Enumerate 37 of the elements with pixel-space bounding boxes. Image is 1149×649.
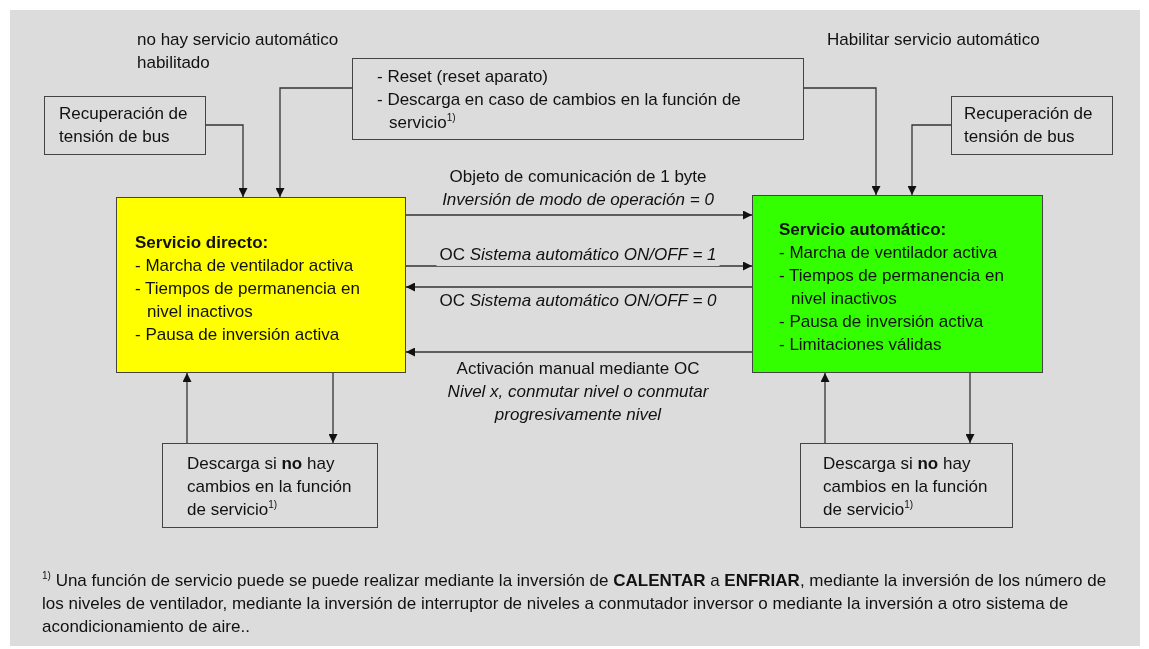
- annotation-text: Habilitar servicio automático: [827, 29, 1041, 51]
- arrow: [182, 372, 192, 444]
- process-box: [951, 96, 1113, 155]
- box-text: Descarga si no hay cambios en la función de servicio$^{1)}$: [187, 453, 353, 521]
- state-box: [116, 197, 406, 373]
- arrow: [405, 210, 753, 220]
- box-text: - Limitaciones válidas: [779, 334, 943, 356]
- arrow: [275, 87, 353, 198]
- box-text: Descarga si no hay cambios en la función de servicio$^{1)}$: [823, 453, 989, 521]
- box-text: - Tiempos de permanencia en nivel inactivos: [779, 265, 1005, 310]
- footnote: $^{1)}$ Una función de servicio puede se puede realizar mediante la inversión de CALENTAR a ENFRIAR, mediante la inversión de los número de los niveles de ventilador, mediante la inversión de interruptor de niveles a conmutador inversor o mediante la inversión a otro sistema de acondicionamiento de aire..: [42, 569, 1108, 638]
- box-text: Recuperación de tensión de bus: [964, 103, 1094, 148]
- box-text: - Pausa de inversión activa: [135, 324, 341, 346]
- arrow: [405, 347, 753, 357]
- process-box: [352, 58, 804, 140]
- annotation-text: no hay servicio automático habilitado: [137, 29, 340, 74]
- state-box: [752, 195, 1043, 373]
- arrow: [820, 372, 830, 444]
- box-heading: Servicio directo:: [135, 232, 270, 254]
- arrow: [205, 124, 248, 198]
- arrow: [405, 282, 753, 292]
- box-text: - Pausa de inversión activa: [779, 311, 985, 333]
- box-heading: Servicio automático:: [779, 219, 948, 241]
- arrow: [405, 261, 753, 271]
- box-text: - Descarga en caso de cambios en la función de servicio$^{1)}$: [377, 89, 742, 134]
- arrow: [328, 372, 338, 444]
- process-box: [800, 443, 1013, 528]
- box-text: Recuperación de tensión de bus: [59, 103, 189, 148]
- box-text: - Marcha de ventilador activa: [135, 255, 355, 277]
- process-box: [44, 96, 206, 155]
- box-text: - Reset (reset aparato): [377, 66, 549, 88]
- arrow: [965, 372, 975, 444]
- box-text: - Marcha de ventilador activa: [779, 242, 999, 264]
- arrow: [907, 124, 952, 196]
- process-box: [162, 443, 378, 528]
- arrow: [803, 87, 881, 196]
- box-text: - Tiempos de permanencia en nivel inactivos: [135, 278, 361, 323]
